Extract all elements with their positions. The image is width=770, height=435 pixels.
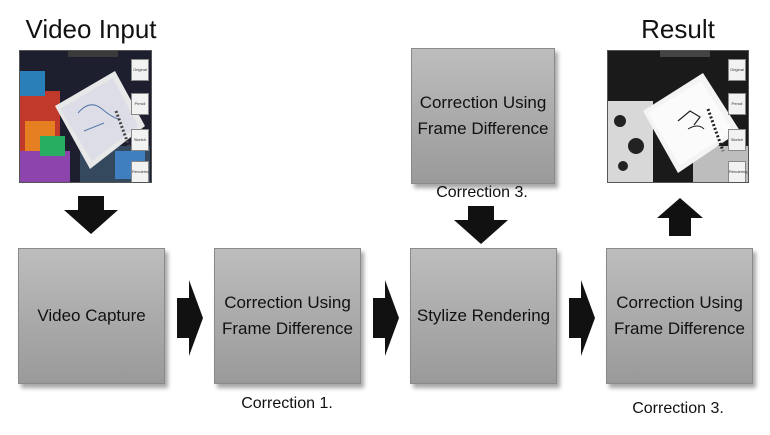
thumb-button-sketch: Sketch — [131, 129, 149, 151]
correction-final-box: Correction Using Frame Difference — [606, 248, 753, 384]
right-arrow-icon — [177, 280, 203, 356]
right-arrow-icon — [373, 280, 399, 356]
thumb-button-rendering: Rendering — [131, 161, 150, 182]
correction1-caption: Correction 1. — [241, 395, 333, 412]
result-frame-image — [608, 51, 748, 182]
thumb-button-original: Original — [131, 59, 149, 81]
correction3-bottom-caption: Correction 3. — [632, 400, 724, 417]
result-thumb-button-pencil: Pencil — [728, 93, 746, 115]
stylize-rendering-box: Stylize Rendering — [410, 248, 557, 384]
up-arrow-icon — [657, 198, 703, 236]
down-arrow-icon — [64, 196, 118, 234]
correction1-box: Correction Using Frame Difference — [214, 248, 361, 384]
input-video-thumbnail: Original Pencil Sketch Rendering — [19, 50, 152, 183]
video-input-title: Video Input — [25, 14, 157, 44]
result-thumb-button-original: Original — [728, 59, 746, 81]
right-arrow-icon — [569, 280, 595, 356]
result-video-thumbnail: Original Pencil Sketch Rendering — [607, 50, 749, 183]
correction3-top-box: Correction Using Frame Difference — [411, 48, 555, 184]
correction3-top-caption: Correction 3. — [436, 184, 528, 201]
result-thumb-button-sketch: Sketch — [728, 129, 746, 151]
video-capture-box: Video Capture — [18, 248, 165, 384]
result-thumb-button-rendering: Rendering — [728, 161, 747, 182]
thumb-button-pencil: Pencil — [131, 93, 149, 115]
result-title: Result — [641, 14, 715, 44]
input-frame-image — [20, 51, 151, 182]
down-arrow-icon — [454, 206, 508, 244]
